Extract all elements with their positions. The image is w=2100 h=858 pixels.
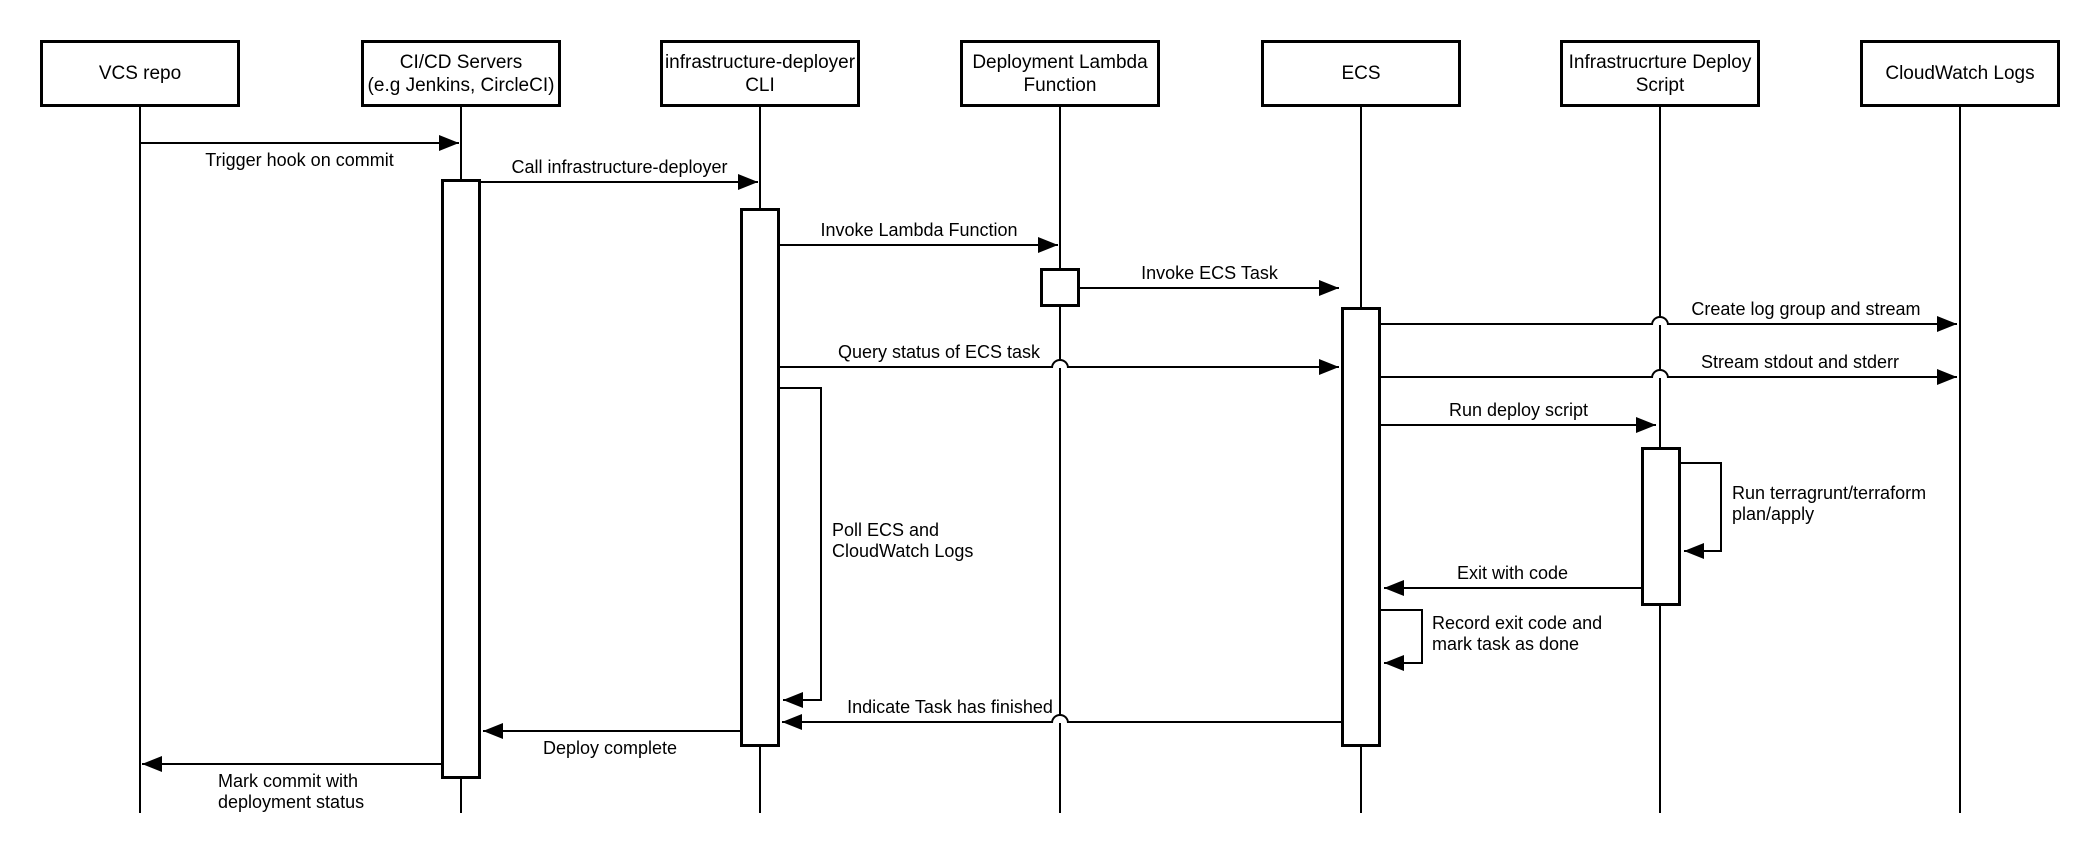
message-label-7: Run deploy script: [1448, 400, 1589, 420]
message-label-0: Trigger hook on commit: [205, 150, 394, 170]
arrowhead-2: [1038, 237, 1058, 253]
message-label-12: Indicate Task has finished: [847, 697, 1053, 717]
participant-cw: CloudWatch Logs: [1860, 40, 2060, 107]
arrowhead-1: [738, 174, 758, 190]
message-line-7: [1381, 424, 1656, 426]
message-label-3: Invoke ECS Task: [1141, 263, 1278, 283]
message-label-5: Query status of ECS task: [837, 342, 1041, 362]
self-top-8: [1681, 462, 1722, 464]
arrowhead-4: [1937, 316, 1957, 332]
arrowhead-12: [782, 714, 802, 730]
message-label-6: Stream stdout and stderr: [1700, 352, 1900, 372]
message-line-9: [1384, 587, 1641, 589]
arrowhead-14: [142, 756, 162, 772]
message-label-8: Run terragrunt/terraform plan/apply: [1732, 483, 1927, 524]
message-label-13: Deploy complete: [542, 738, 678, 758]
participant-label-cli: infrastructure-deployer CLI: [664, 51, 856, 96]
message-label-14: Mark commit with deployment status: [218, 771, 365, 812]
lifeline-vcs: [139, 107, 141, 813]
line-hop-5: [1051, 359, 1069, 368]
message-line-14: [142, 763, 441, 765]
self-side-10: [1421, 609, 1423, 664]
message-label-10: Record exit code and mark task as done: [1432, 613, 1603, 654]
self-side-8: [1720, 462, 1722, 552]
self-top-10: [1381, 609, 1423, 611]
message-line-3: [1080, 287, 1339, 289]
activation-lambda: [1040, 268, 1080, 307]
participant-cicd: CI/CD Servers (e.g Jenkins, CircleCI): [361, 40, 561, 107]
arrowhead-5: [1319, 359, 1339, 375]
lifeline-lambda: [1059, 107, 1061, 813]
arrowhead-13: [483, 723, 503, 739]
activation-ecs: [1341, 307, 1381, 747]
arrowhead-0: [439, 135, 459, 151]
message-line-2: [780, 244, 1058, 246]
message-line-0: [140, 142, 459, 144]
self-arrowhead-11: [783, 692, 803, 708]
message-label-9: Exit with code: [1456, 563, 1569, 583]
participant-lambda: Deployment Lambda Function: [960, 40, 1160, 107]
lifeline-cw: [1959, 107, 1961, 813]
participant-script: Infrastrucrture Deploy Script: [1560, 40, 1760, 107]
participant-label-lambda: Deployment Lambda Function: [972, 51, 1148, 96]
activation-script: [1641, 447, 1681, 606]
arrowhead-9: [1384, 580, 1404, 596]
message-line-13: [483, 730, 741, 732]
participant-ecs: ECS: [1261, 40, 1461, 107]
activation-cicd: [441, 179, 481, 779]
line-hop-12: [1051, 714, 1069, 723]
participant-label-ecs: ECS: [1341, 63, 1381, 84]
participant-label-vcs: VCS repo: [98, 63, 182, 84]
message-label-11: Poll ECS and CloudWatch Logs: [832, 520, 974, 561]
activation-cli: [740, 208, 780, 747]
arrowhead-6: [1937, 369, 1957, 385]
arrowhead-7: [1636, 417, 1656, 433]
message-line-4: [1381, 323, 1957, 325]
self-side-11: [820, 387, 822, 701]
message-line-6: [1381, 376, 1957, 378]
participant-label-script: Infrastrucrture Deploy Script: [1568, 51, 1752, 96]
message-label-2: Invoke Lambda Function: [820, 220, 1018, 240]
arrowhead-3: [1319, 280, 1339, 296]
line-hop-6: [1651, 369, 1669, 378]
line-hop-4: [1651, 316, 1669, 325]
message-label-1: Call infrastructure-deployer: [511, 157, 728, 177]
self-arrowhead-10: [1384, 655, 1404, 671]
participant-cli: infrastructure-deployer CLI: [660, 40, 860, 107]
participant-label-cicd: CI/CD Servers (e.g Jenkins, CircleCI): [367, 51, 555, 96]
self-arrowhead-8: [1684, 543, 1704, 559]
message-line-1: [481, 181, 758, 183]
message-label-4: Create log group and stream: [1691, 299, 1921, 319]
participant-label-cw: CloudWatch Logs: [1885, 63, 2035, 84]
self-top-11: [780, 387, 822, 389]
participant-vcs: VCS repo: [40, 40, 240, 107]
